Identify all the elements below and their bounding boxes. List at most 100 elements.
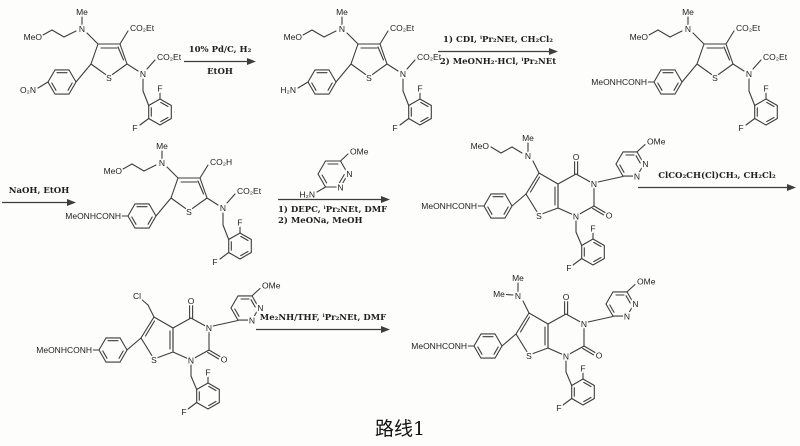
reaction-arrow-3: NaOH, EtOH <box>2 186 76 208</box>
atom-label: CO₂Et <box>390 23 415 33</box>
atom-label: Me <box>493 289 505 299</box>
atom-label: MeO <box>284 32 303 42</box>
reaction-conditions: ClCO₂CH(Cl)CH₃, CH₂Cl₂ <box>658 171 776 181</box>
atom-label: CO₂H <box>210 157 232 167</box>
bond-skeleton <box>121 150 252 260</box>
atom-label: N <box>159 158 165 168</box>
atom-label: S <box>151 355 157 365</box>
atom-label: CO₂Et <box>736 23 761 33</box>
atom-label: N <box>591 179 597 189</box>
arrow-icon <box>438 48 558 55</box>
bond-skeleton <box>477 142 646 266</box>
scheme-title: 路线1 <box>374 418 426 440</box>
reaction-arrow-6: Me₂NH/THF, ⁱPr₂NEt, DMF <box>256 313 390 335</box>
reaction-conditions: 1) CDI, ⁱPr₂NEt, CH₂Cl₂ <box>443 35 553 45</box>
reaction-conditions: Me₂NH/THF, ⁱPr₂NEt, DMF <box>259 313 387 323</box>
atom-label: S <box>106 73 112 83</box>
atom-label: S <box>186 207 192 217</box>
arrow-icon <box>278 196 390 203</box>
atom-label: F <box>580 364 585 374</box>
atom-label: O <box>596 351 603 361</box>
atom-label: Me <box>156 141 168 151</box>
atom-label: N <box>581 319 587 329</box>
atom-label: MeO <box>104 166 123 176</box>
reaction-conditions: 1) DEPC, ⁱPr₂NEt, DMF <box>278 205 388 215</box>
arrow-icon <box>184 58 256 65</box>
atom-label: F <box>212 257 217 267</box>
atom-label: N <box>79 24 85 34</box>
atom-label: O <box>221 355 228 365</box>
atom-label: MeONHCONH <box>411 341 467 351</box>
atom-label: N <box>140 69 146 79</box>
atom-label: H₂N <box>299 190 315 200</box>
structure-5-thienopyrimidinedione: S N N O O N N OMe F F MeONHCONH N Me MeO <box>420 132 667 275</box>
atom-label: N <box>525 151 531 161</box>
atom-label: O <box>188 296 195 306</box>
atom-label: O <box>606 211 613 221</box>
reaction-arrow-2: 1) CDI, ⁱPr₂NEt, CH₂Cl₂ 2) MeONH₂·HCl, ⁱ… <box>438 35 558 68</box>
atom-label: OMe <box>350 147 369 157</box>
atom-label: S <box>712 73 718 83</box>
atom-label: N <box>624 312 630 322</box>
atom-label: N <box>249 316 255 326</box>
atom-label: N <box>515 291 521 301</box>
structure-6-chloromethyl: S N N O O N N OMe F F MeONHCONH Cl <box>35 279 282 419</box>
atom-label: O <box>563 292 570 302</box>
atom-label: F <box>763 84 768 94</box>
atom-label: CO₂Et <box>130 23 155 33</box>
bond-skeleton <box>467 282 636 406</box>
atom-label: F <box>132 123 137 133</box>
atom-label: F <box>417 84 422 94</box>
atom-label: N <box>346 169 352 179</box>
atom-label: F <box>738 123 743 133</box>
atom-label: Me <box>682 7 694 17</box>
structure-3-ureido-thiophene: S N Me MeO CO₂Et N CO₂Et F F MeONHCONH <box>590 6 789 135</box>
atom-label: N <box>339 24 345 34</box>
arrow-icon <box>2 199 76 206</box>
atom-label: F <box>205 368 210 378</box>
atom-label: MeO <box>24 32 43 42</box>
atom-label: N <box>337 183 343 193</box>
atom-label: MeONHCONH <box>65 211 121 221</box>
atom-label: OMe <box>262 281 281 291</box>
atom-label: S <box>366 73 372 83</box>
atom-label: Me <box>512 273 524 283</box>
atom-label: OMe <box>637 277 656 287</box>
atom-label: N <box>188 356 194 366</box>
structure-7-final-product: S N N O O N N OMe F F MeONHCONH N Me Me <box>410 272 657 415</box>
atom-label: F <box>556 403 561 413</box>
reagent-aminopyridazine: N N H₂N OMe <box>298 145 370 201</box>
bond-skeleton <box>316 153 349 193</box>
atom-label: Cl <box>133 291 141 301</box>
reaction-conditions: NaOH, EtOH <box>8 186 70 196</box>
structure-1-nitro-thiophene: S N Me MeO CO₂Et N CO₂Et F F O₂N <box>18 6 183 135</box>
atom-label: O₂N <box>20 85 36 95</box>
bond-skeleton <box>297 16 432 126</box>
atom-label: H₂N <box>280 85 296 95</box>
atom-label: N <box>257 303 263 313</box>
atom-label: CO₂Et <box>763 52 788 62</box>
atom-label: MeONHCONH <box>36 345 92 355</box>
atom-label: S <box>536 211 542 221</box>
atom-label: F <box>590 224 595 234</box>
reaction-conditions: 2) MeONa, MeOH <box>278 216 363 226</box>
atom-label: Me <box>336 7 348 17</box>
atom-label: N <box>206 323 212 333</box>
atom-label: N <box>573 212 579 222</box>
atom-label: N <box>746 69 752 79</box>
reaction-conditions: EtOH <box>207 67 233 77</box>
atom-label: OMe <box>647 137 666 147</box>
atom-label: N <box>685 24 691 34</box>
atom-label: N <box>220 203 226 213</box>
atom-label: S <box>526 351 532 361</box>
atom-label: F <box>237 218 242 228</box>
bond-skeleton <box>647 16 778 126</box>
reaction-arrow-5: ClCO₂CH(Cl)CH₃, CH₂Cl₂ <box>638 171 796 193</box>
atom-label: Me <box>522 133 534 143</box>
reaction-conditions: 2) MeONH₂·HCl, ⁱPr₂NEt <box>439 57 557 67</box>
atom-label: MeONHCONH <box>591 77 647 87</box>
atom-label: F <box>157 84 162 94</box>
atom-label: N <box>632 299 638 309</box>
atom-label: N <box>642 159 648 169</box>
